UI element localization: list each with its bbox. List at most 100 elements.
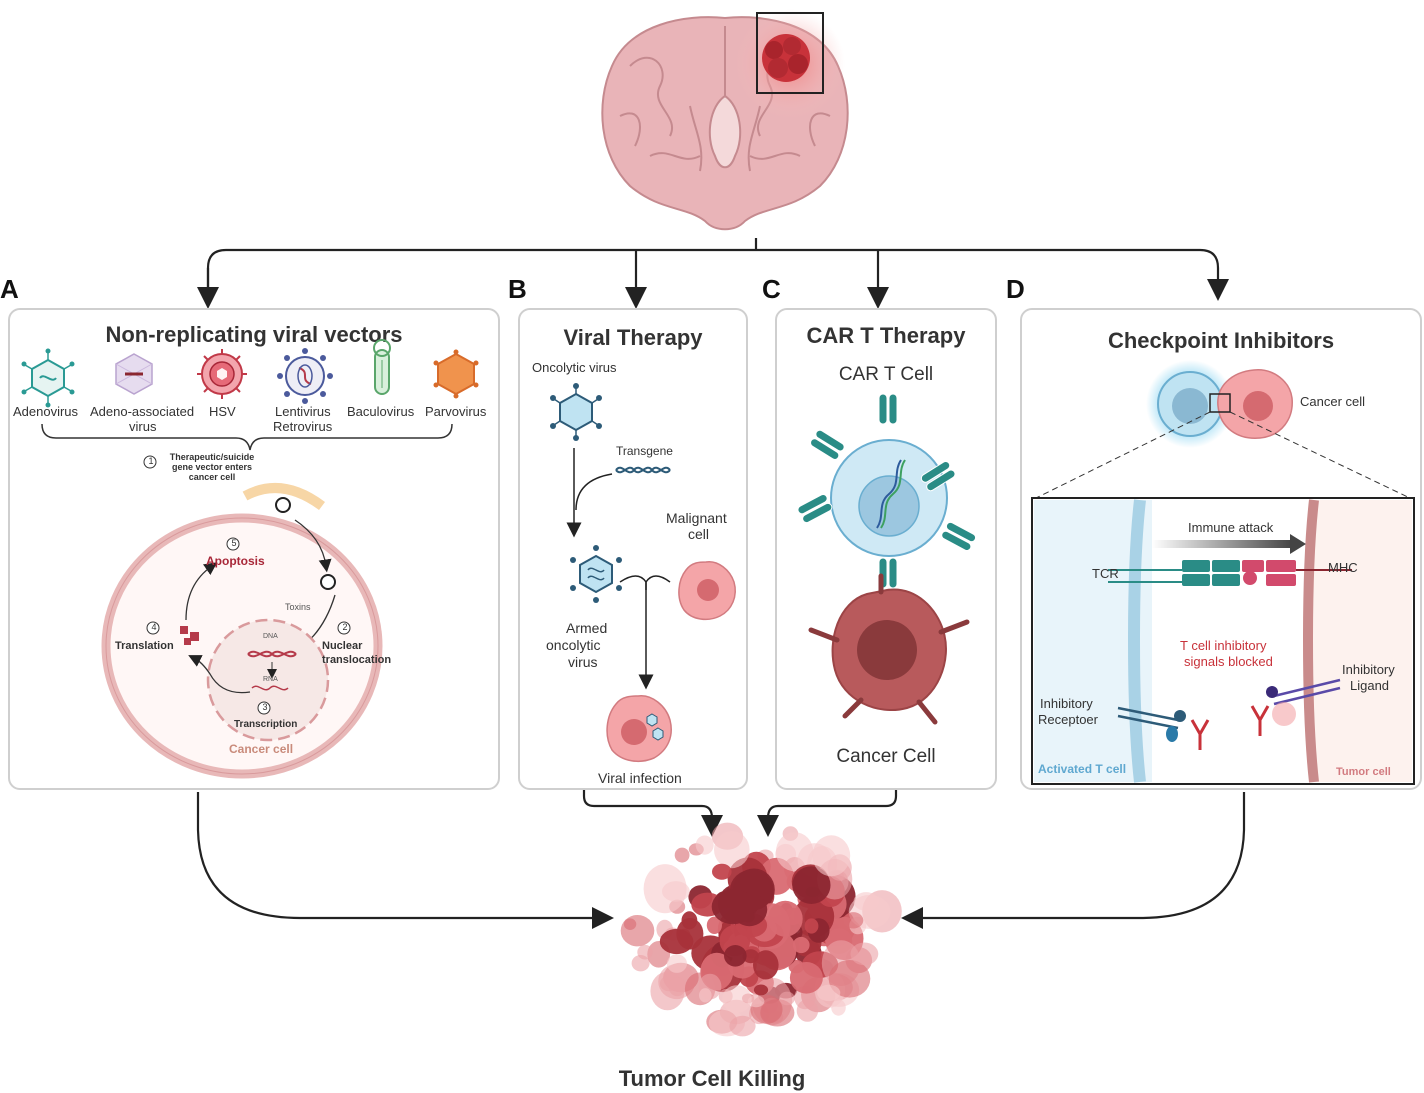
step4-label: Translation [115,640,174,652]
tumor-fragment [792,936,810,954]
panel-checkpoint-inhibitors: Checkpoint Inhibitors [1020,308,1422,790]
panel-letter-c: C [762,274,781,304]
mhc-label: MHC [1328,560,1358,575]
oncolytic-virus-icon [550,383,602,441]
panel-car-t-therapy: CAR T Therapy CAR T Cell Cancer Cel [775,308,997,790]
tumor-fragment [722,985,752,1013]
lentivirus-label: Lentivirus [275,404,331,419]
target-cancer-cell-icon [808,573,970,725]
tumor-fragment [817,984,841,1002]
oncolytic-virus-label: Oncolytic virus [532,360,617,375]
toxins-label: Toxins [285,602,311,612]
panel-a-graphics [21,339,479,779]
panel-letter-b: B [508,274,527,304]
tumor-fragment [714,831,750,869]
tumor-fragment [695,835,714,855]
tumor-fragment [637,944,653,960]
aav-label-2: virus [129,419,157,434]
tumor-fragment [699,988,712,1003]
tumor-fragment [724,945,747,967]
infected-cell-icon [606,695,672,763]
retrovirus-label: Retrovirus [273,419,333,434]
malignant-label-2: cell [688,526,710,542]
tumor-cell-label: Tumor cell [1336,766,1391,778]
parvovirus-label: Parvovirus [425,404,487,419]
inhibitory-ligand [1250,678,1341,736]
tumor-fragment [779,991,795,1006]
step-number-2: 2 [342,622,348,632]
panel-c-title: CAR T Therapy [806,323,966,348]
tumor-fragment [676,918,704,950]
tumor-fragment [753,950,779,980]
panel-b-graphics [550,383,736,763]
tumor-fragment [831,999,846,1016]
step5-label: Apoptosis [206,554,265,568]
brain-illustration [601,9,849,231]
armed-label-2: oncolytic [546,637,601,653]
panel-a-title: Non-replicating viral vectors [105,322,403,347]
tumor-fragment [674,847,690,863]
step-number-1: 1 [148,456,154,466]
panel-d-title: Checkpoint Inhibitors [1107,328,1335,353]
transgene-label: Transgene [616,444,673,458]
tumor-fragment [706,916,722,934]
tumor-fragment [789,962,823,994]
tumor-fragment [828,960,871,998]
adenovirus-label: Adenovirus [13,404,79,419]
dna-label: DNA [263,633,278,640]
step-number-4: 4 [151,622,157,632]
panel-viral-therapy: Viral Therapy Oncolytic virus [518,308,748,790]
step2-label-2: translocation [322,654,392,666]
armed-label-1: Armed [566,620,608,636]
hsv-icon [197,349,247,399]
rna-label: RNA [263,676,278,683]
adeno-associated-virus-icon [115,353,153,395]
step-number-5: 5 [231,538,237,548]
step2-label-1: Nuclear [322,640,363,652]
step-number-3: 3 [262,702,268,712]
viral-infection-label: Viral infection [598,770,682,786]
inhibitory-receptor [1117,706,1210,750]
baculovirus-label: Baculovirus [347,404,415,419]
car-t-cell-icon [830,439,948,557]
tumor-cell-killing-label: Tumor Cell Killing [618,1066,806,1091]
armed-virus-icon [570,545,622,603]
tumor-fragment [711,889,755,925]
tumor-fragment [843,912,864,929]
blocked-label-1: T cell inhibitory [1180,638,1267,653]
parvovirus-icon [433,349,479,399]
transgene-icon [615,466,671,474]
aav-label-1: Adeno-associated [90,404,195,419]
panel-b-title: Viral Therapy [563,325,703,350]
tcr-mhc-complex [1108,560,1352,586]
baculovirus-icon [373,339,391,395]
panel-letter-a: A [0,274,19,304]
activated-t-cell-label: Activated T cell [1038,762,1127,776]
tumor-mass-illustration [620,822,902,1037]
tcr-label: TCR [1092,566,1119,581]
tumor-fragment [620,915,655,947]
cancer-cell-label-c: Cancer Cell [836,746,936,767]
inhibitory-receptor-label-1: Inhibitory [1040,696,1093,711]
tumor-fragment [623,918,637,930]
tumor-fragment [812,835,851,877]
tumor-fragment [712,863,732,880]
cancer-cell-label-d: Cancer cell [1300,394,1366,409]
inhibitory-ligand-label-1: Inhibitory [1342,662,1395,677]
malignant-label-1: Malignant [666,510,727,526]
lentivirus-icon [277,348,333,404]
panel-letter-d: D [1006,274,1025,304]
tumor-fragment [643,864,687,914]
tumor-fragment [747,995,765,1008]
panel-c-graphics [797,393,977,725]
tumor-fragment [850,942,879,966]
adenovirus-icon [21,348,75,408]
inhibitory-ligand-label-2: Ligand [1350,678,1390,693]
hsv-label: HSV [209,404,236,419]
tumor-fragment [668,977,686,997]
malignant-cell-icon [678,561,736,621]
tumor-fragment [729,1015,756,1037]
tumor-fragment [792,866,831,904]
